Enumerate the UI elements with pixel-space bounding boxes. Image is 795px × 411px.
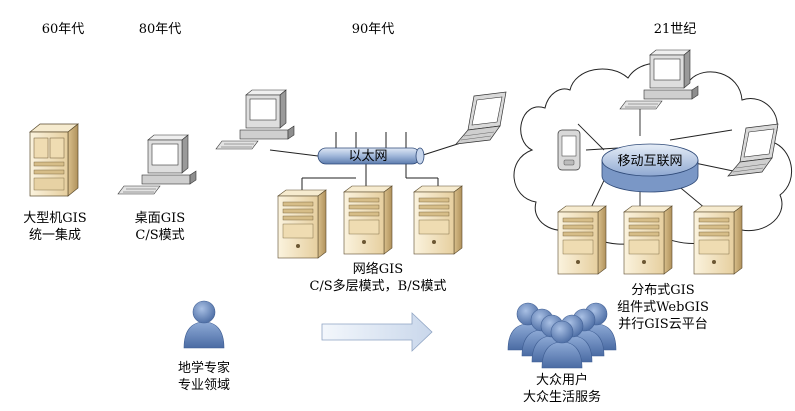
distributed-label-line2: 组件式WebGIS xyxy=(617,300,709,315)
ethernet-label: 以太网 xyxy=(348,149,387,164)
desktop-label-line1: 桌面GIS xyxy=(135,211,185,226)
network-laptop-icon xyxy=(455,91,507,145)
desktop-label-line2: C/S模式 xyxy=(135,228,184,243)
network-label-line1: 网络GIS xyxy=(353,261,403,277)
cloud-server-3-icon xyxy=(693,205,743,275)
cloud-server-2-icon xyxy=(623,205,673,275)
mobile-internet-hub xyxy=(601,143,699,193)
public-label-line2: 大众生活服务 xyxy=(523,389,601,405)
expert-label-line1: 地学专家 xyxy=(178,360,230,376)
network-label-line2: C/S多层模式，B/S模式 xyxy=(309,278,446,294)
network-server-2-icon xyxy=(343,185,393,255)
mobile-internet-label: 移动互联网 xyxy=(617,154,682,169)
public-label-line1: 大众用户 xyxy=(536,372,588,388)
era-label-80s: 80年代 xyxy=(139,22,182,37)
network-server-3-icon xyxy=(413,185,463,255)
public-users-group-icon xyxy=(507,302,617,369)
era-label-60s: 60年代 xyxy=(42,22,85,37)
mobile-device-icon xyxy=(557,129,581,171)
network-server-1-icon xyxy=(277,189,327,259)
ethernet-connectors xyxy=(269,132,471,196)
distributed-label-line1: 分布式GIS xyxy=(631,283,694,298)
network-desktop-icon xyxy=(215,89,295,150)
mainframe-label-line2: 统一集成 xyxy=(29,227,81,243)
distributed-label-line3: 并行GIS云平台 xyxy=(618,317,707,332)
mainframe-label-line1: 大型机GIS xyxy=(23,211,86,226)
mainframe-icon xyxy=(29,123,79,197)
era-label-21st-century: 21世纪 xyxy=(654,22,697,37)
expert-person-icon xyxy=(183,300,225,349)
desktop-computer-icon xyxy=(117,134,197,195)
cloud-server-1-icon xyxy=(557,205,607,275)
era-label-90s: 90年代 xyxy=(352,22,395,37)
evolution-arrow-icon xyxy=(321,312,433,352)
ethernet-bus xyxy=(317,147,425,165)
expert-label-line2: 专业领域 xyxy=(178,378,230,393)
